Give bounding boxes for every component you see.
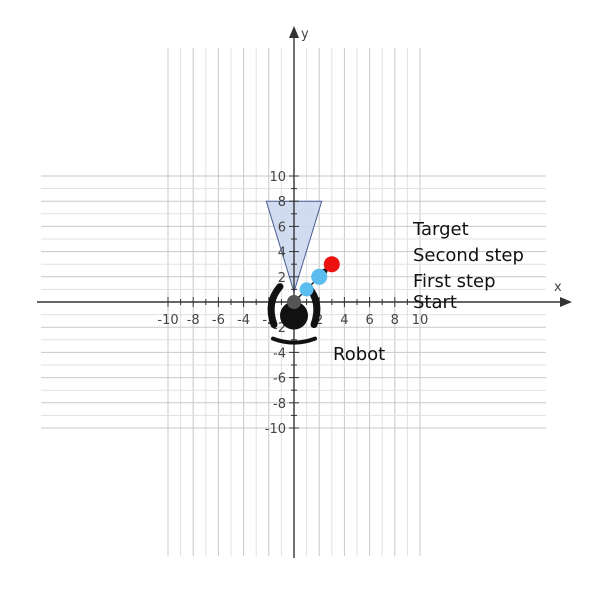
target-label: Target xyxy=(412,219,469,240)
x-tick-label: 8 xyxy=(391,313,399,328)
y-tick-label: 10 xyxy=(269,170,286,185)
target-point xyxy=(323,256,340,273)
x-tick-label: -4 xyxy=(237,313,250,328)
x-tick-label: 2 xyxy=(315,313,323,328)
y-tick-label: -4 xyxy=(273,346,286,361)
x-tick-label: -8 xyxy=(187,313,200,328)
y-axis-label: y xyxy=(301,27,309,42)
y-tick-label: 6 xyxy=(278,220,286,235)
x-tick-label: -6 xyxy=(212,313,225,328)
y-axis-arrowhead xyxy=(289,26,299,38)
first-step-label: First step xyxy=(413,271,496,292)
second-step-point xyxy=(311,268,328,285)
robot-label: Robot xyxy=(333,344,385,365)
x-axis-label: x xyxy=(554,280,562,295)
second-step-label: Second step xyxy=(413,245,524,266)
y-tick-label: -6 xyxy=(273,372,286,387)
robot-body xyxy=(280,301,308,330)
x-axis-arrowhead xyxy=(560,297,572,307)
y-tick-label: 8 xyxy=(278,195,286,210)
y-tick-label: 2 xyxy=(278,271,286,286)
step-points xyxy=(287,256,340,309)
start-label: Start xyxy=(413,292,457,313)
y-tick-label: -8 xyxy=(273,397,286,412)
y-tick-label: 4 xyxy=(278,246,286,261)
x-tick-label: 10 xyxy=(412,313,429,328)
start-point xyxy=(287,295,301,309)
robot-left-arm xyxy=(267,283,284,329)
y-tick-label: -10 xyxy=(265,422,286,437)
x-tick-label: 6 xyxy=(365,313,373,328)
first-step-point xyxy=(299,282,314,297)
x-tick-label: -10 xyxy=(157,313,178,328)
x-tick-label: 4 xyxy=(340,313,348,328)
robot-base xyxy=(271,336,317,345)
